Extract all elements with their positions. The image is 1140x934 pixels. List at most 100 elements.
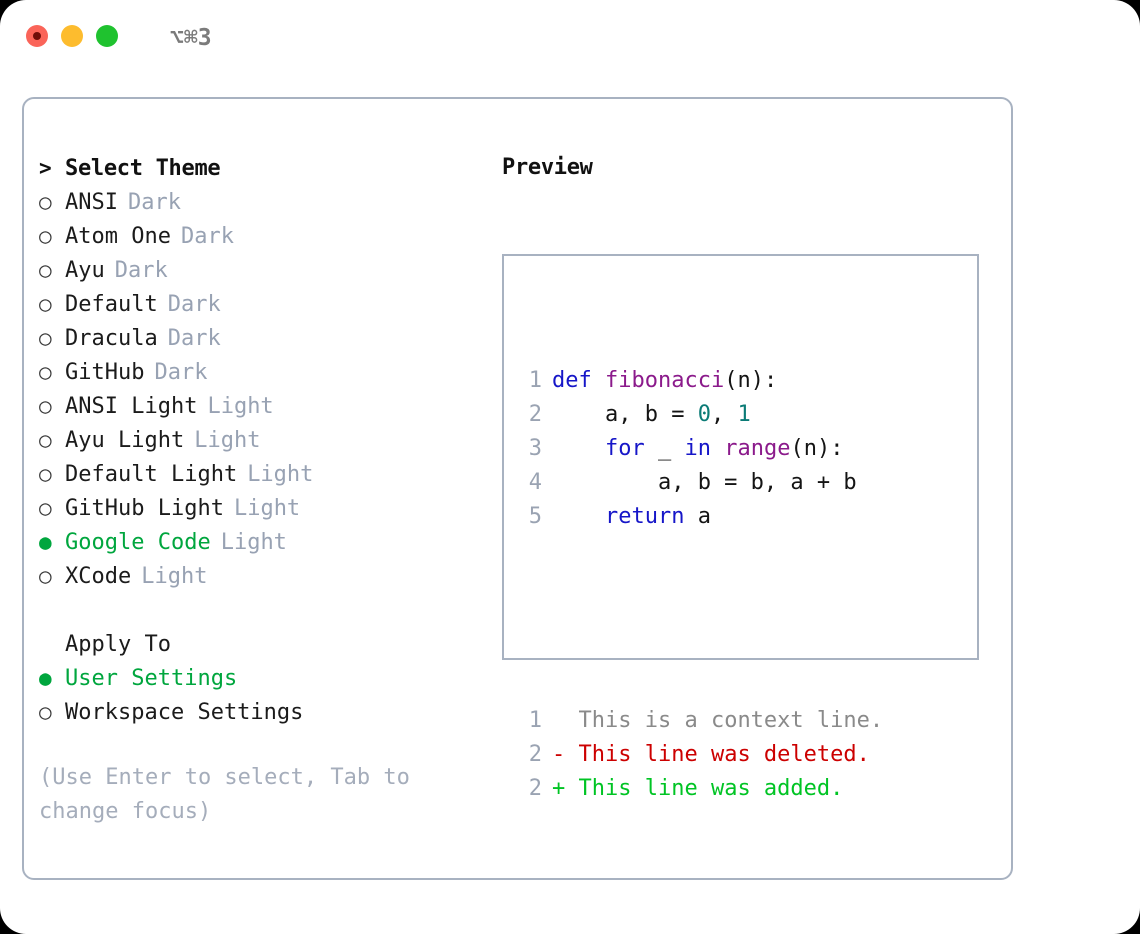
- diff-text: This line was added.: [578, 776, 844, 801]
- keyboard-shortcut-label: ⌥⌘3: [170, 25, 212, 51]
- code-token: [552, 432, 605, 466]
- theme-list-item[interactable]: ○ Default Light Light: [39, 457, 489, 491]
- close-button[interactable]: [26, 25, 48, 47]
- theme-list-item[interactable]: ○ XCode Light: [39, 559, 489, 593]
- theme-name-label: Default Light: [65, 462, 238, 487]
- code-token: return: [604, 504, 685, 529]
- code-token: a, b =: [552, 402, 698, 427]
- code-token: 0: [697, 402, 711, 427]
- radio-unselected-icon: ○: [39, 462, 52, 486]
- theme-name-label: Ayu Light: [65, 428, 185, 453]
- radio-unselected-icon: ○: [39, 564, 52, 588]
- theme-kind-label: Dark: [180, 224, 234, 249]
- theme-picker-title-label: Select Theme: [65, 156, 221, 181]
- code-diff-spacer: [516, 602, 883, 636]
- theme-kind-label: Light: [233, 496, 301, 521]
- code-token: (n):: [790, 436, 844, 461]
- theme-name-label: GitHub: [65, 360, 145, 385]
- radio-unselected-icon: ○: [39, 224, 52, 248]
- code-line: 5 return a: [516, 500, 883, 534]
- theme-name-label: Dracula: [65, 326, 158, 351]
- maximize-button[interactable]: [96, 25, 118, 47]
- radio-selected-icon: ●: [39, 530, 52, 554]
- radio-unselected-icon: ○: [39, 360, 52, 384]
- line-number: 1: [528, 708, 542, 733]
- theme-name-label: ANSI Light: [65, 394, 198, 419]
- theme-kind-label: Light: [207, 394, 274, 419]
- code-line: 4 a, b = b, a + b: [516, 466, 883, 500]
- theme-kind-label: Light: [141, 564, 208, 589]
- theme-list-item[interactable]: ○ Atom One Dark: [39, 219, 489, 253]
- apply-to-marker-placeholder: ○: [39, 627, 65, 661]
- apply-to-list: ●User Settings○Workspace Settings: [39, 661, 489, 729]
- theme-kind-label: Dark: [167, 326, 221, 351]
- code-token: a, b = b, a + b: [552, 470, 857, 495]
- code-token: fibonacci: [604, 368, 725, 393]
- theme-list-item[interactable]: ○ GitHub Light Light: [39, 491, 489, 525]
- diff-sign: [552, 704, 565, 738]
- radio-unselected-icon: ○: [39, 394, 52, 418]
- theme-kind-label: Light: [194, 428, 261, 453]
- code-token: (n):: [724, 368, 778, 393]
- section-spacer: [39, 593, 489, 627]
- diff-line: 2 + This line was added.: [516, 772, 883, 806]
- theme-kind-label: Dark: [154, 360, 208, 385]
- code-token: [552, 500, 605, 534]
- diff-text: This is a context line.: [578, 708, 884, 733]
- diff-sign: +: [552, 776, 566, 801]
- code-token: 1: [737, 402, 751, 427]
- diff-text: This line was deleted.: [578, 742, 870, 767]
- code-line: 3 for _ in range(n):: [516, 432, 883, 466]
- theme-kind-label: Dark: [127, 190, 181, 215]
- code-line: 2 a, b = 0, 1: [516, 398, 883, 432]
- theme-list-item[interactable]: ○ Ayu Light Light: [39, 423, 489, 457]
- theme-list-item[interactable]: ○ Default Dark: [39, 287, 489, 321]
- theme-list-item[interactable]: ○ GitHub Dark: [39, 355, 489, 389]
- radio-unselected-icon: ○: [39, 428, 52, 452]
- line-number: 2: [528, 742, 542, 767]
- code-token: def: [552, 368, 605, 393]
- apply-to-item[interactable]: ○Workspace Settings: [39, 695, 489, 729]
- code-token: for: [604, 436, 645, 461]
- line-number: 2: [528, 776, 542, 801]
- radio-selected-icon: ●: [39, 666, 52, 690]
- diff-gap: [565, 772, 578, 806]
- radio-unselected-icon: ○: [39, 496, 52, 520]
- diff-gap: [565, 738, 578, 772]
- code-token: range: [724, 436, 791, 461]
- title-bar: ⌥⌘3: [0, 0, 1140, 78]
- preview-title: Preview: [502, 155, 593, 180]
- theme-name-label: XCode: [65, 564, 132, 589]
- keyboard-hint: (Use Enter to select, Tab to change focu…: [39, 765, 410, 824]
- theme-name-label: GitHub Light: [65, 496, 224, 521]
- theme-name-label: Atom One: [65, 224, 171, 249]
- diff-sign: -: [552, 742, 566, 767]
- apply-to-item[interactable]: ●User Settings: [39, 661, 489, 695]
- diff-line: 2- This line was deleted.: [516, 738, 883, 772]
- line-number: 2: [528, 402, 542, 427]
- diff-gap: [565, 704, 578, 738]
- theme-kind-label: Dark: [167, 292, 221, 317]
- radio-unselected-icon: ○: [39, 292, 52, 316]
- theme-name-label: Google Code: [65, 530, 211, 555]
- theme-name-label: Default: [65, 292, 158, 317]
- minimize-button[interactable]: [61, 25, 83, 47]
- theme-list-item[interactable]: ○ ANSI Light Light: [39, 389, 489, 423]
- line-number: 4: [528, 470, 542, 495]
- apply-to-title: ○ Apply To: [39, 627, 489, 661]
- theme-name-label: ANSI: [65, 190, 118, 215]
- theme-kind-label: Light: [247, 462, 314, 487]
- prompt-caret-icon: >: [39, 156, 52, 180]
